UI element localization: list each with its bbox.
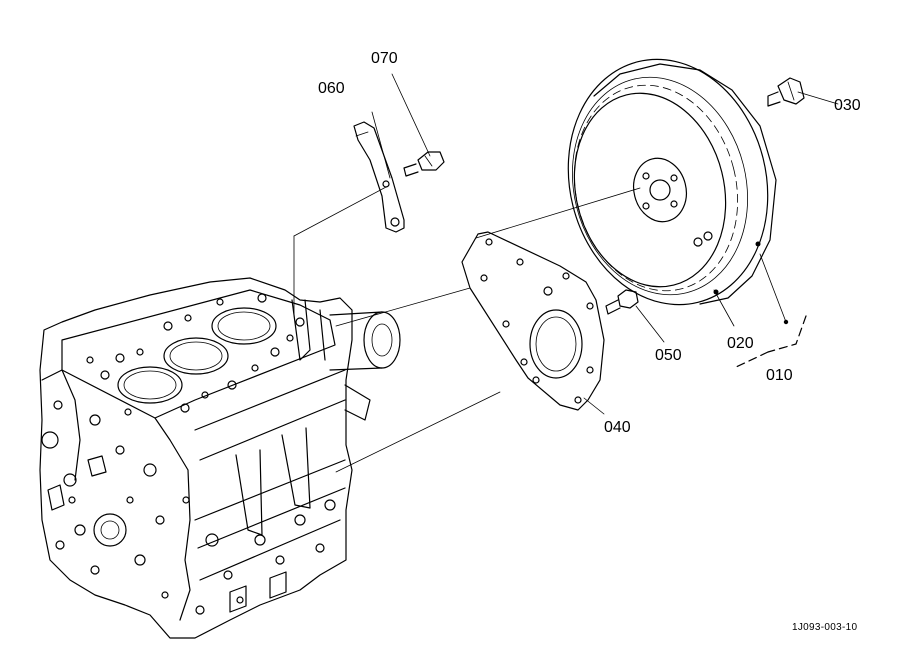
callout-060: 060	[318, 80, 345, 97]
adapter-plate-040	[461, 231, 605, 411]
bolt-050	[605, 289, 639, 315]
callout-010: 010	[766, 367, 793, 384]
callout-070: 070	[371, 50, 398, 67]
flywheel-020	[567, 58, 777, 306]
bolt-070	[403, 151, 445, 177]
callout-050: 050	[655, 347, 682, 364]
callout-020: 020	[727, 335, 754, 352]
leader-lines	[293, 73, 839, 473]
engine-block	[39, 277, 401, 639]
callout-030: 030	[834, 97, 861, 114]
bracket-060	[353, 121, 405, 233]
drawing-id: 1J093-003-10	[792, 622, 858, 633]
callout-040: 040	[604, 419, 631, 436]
bolt-030	[767, 77, 805, 107]
